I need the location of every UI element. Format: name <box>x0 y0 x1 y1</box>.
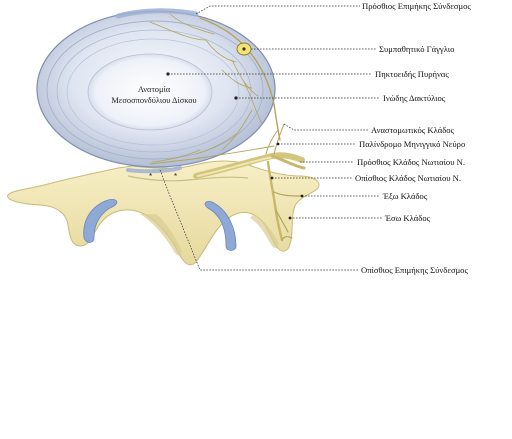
leader-lines <box>159 5 382 271</box>
anterior-ligament-band <box>115 8 199 19</box>
disc-surface-nerve-1 <box>149 13 259 97</box>
label-anterior-ramus: Πρόσθιος Κλάδος Νωτιαίου Ν. <box>357 157 465 167</box>
label-posterior-ramus: Οπίσθιος Κλάδος Νωτιαίου Ν. <box>355 173 462 183</box>
vertebra-body-shape <box>7 160 320 266</box>
vertebra-shadow <box>140 214 182 256</box>
disc-title-line1: Ανατομία <box>137 85 171 94</box>
anterior-ramus-path <box>270 154 306 170</box>
spinal-nerve-root-inner <box>197 156 273 177</box>
posterior-ligament-band <box>126 166 182 174</box>
sympathetic-chain <box>199 17 281 141</box>
lateral-branch-path <box>273 191 303 197</box>
asterisk-right: * <box>174 172 178 181</box>
disc-title-line2: Μεσοσπονδύλιου Δίσκου <box>111 96 197 105</box>
recurrent-meningeal-branch <box>149 145 275 165</box>
disc-ring-2 <box>56 29 252 153</box>
label-anterior-longitudinal-ligament: Πρόσθιος Επιμήκης Σύνδεσμος <box>362 1 471 11</box>
medial-branch-path <box>275 209 293 241</box>
leader-anterior-ligament <box>195 5 360 15</box>
disc-surface-nerve-2 <box>151 69 263 163</box>
sympathetic-ganglion-shape <box>236 42 252 56</box>
nucleus-pulposus-shape <box>87 53 213 131</box>
label-lateral-branch: Έξω Κλάδος <box>383 191 428 201</box>
disc-ring-1 <box>46 20 264 160</box>
label-sympathetic-ganglion: Συμπαθητικό Γάγγλιο <box>379 44 455 54</box>
vertebra-posterior-elements <box>7 160 320 266</box>
leader-communicating <box>283 123 368 131</box>
label-communicating-ramus: Αναστομωτικός Κλάδος <box>371 125 454 135</box>
nerve-network <box>149 13 306 242</box>
facet-cartilage-right <box>204 201 237 251</box>
disc-ring-3 <box>66 38 240 146</box>
facet-cartilage-left <box>83 199 118 243</box>
label-nucleus-pulposus: Πηκτοειδής Πυρήνας <box>375 69 449 79</box>
label-posterior-longitudinal-ligament: Οπίσθιος Επιμήκης Σύνδεσμος <box>361 265 468 275</box>
label-medial-branch: Έσω Κλάδος <box>385 213 431 223</box>
posterior-ramus-path <box>266 160 284 242</box>
leader-posterior-ligament <box>159 169 358 271</box>
label-annulus-fibrosus: Ινώδης Δακτύλιος <box>383 93 446 103</box>
leader-dots <box>166 72 304 220</box>
intervertebral-disc <box>36 8 276 174</box>
label-recurrent-meningeal-nerve: Παλίνδρομο Μηνιγγικό Νεύρο <box>359 139 466 149</box>
disc-title: Ανατομία Μεσοσπονδύλιου Δίσκου <box>94 84 214 106</box>
spinal-canal-edge <box>127 175 249 182</box>
vertebra-shadow-right <box>250 214 279 249</box>
asterisk-left: * <box>149 172 153 181</box>
communicating-rami <box>265 123 285 155</box>
